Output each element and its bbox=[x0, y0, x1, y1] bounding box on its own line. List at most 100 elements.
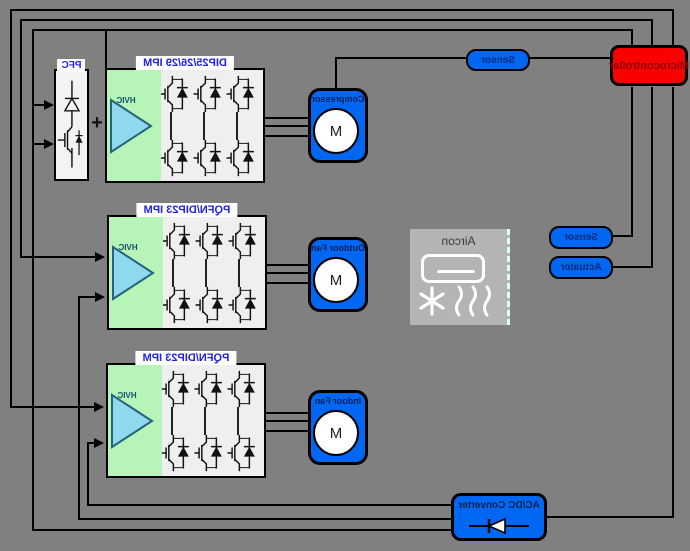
motor-label: Indoor Fan bbox=[314, 396, 362, 406]
outdoor-fan-motor: Outdoor Fan M bbox=[308, 237, 368, 312]
column-connector bbox=[205, 259, 207, 287]
motor-symbol: M bbox=[313, 108, 359, 154]
arrowhead-icon bbox=[94, 438, 104, 448]
igbt-bridge-zone bbox=[161, 70, 263, 181]
motor-label: Compressor bbox=[311, 94, 365, 104]
wire-segment bbox=[32, 529, 451, 531]
wire-segment bbox=[613, 235, 633, 237]
arrowhead-icon bbox=[95, 252, 105, 262]
sensor-top-label: Sensor bbox=[481, 54, 515, 66]
wire-segment bbox=[10, 9, 12, 408]
ipm-block-indoor-fan: PQFN/DIP23 IPM HVIC bbox=[106, 351, 266, 478]
column-connector bbox=[238, 259, 240, 287]
aircon-label: Aircon bbox=[441, 234, 476, 248]
diode-icon bbox=[469, 517, 529, 535]
sensor-right-pill: Sensor bbox=[549, 226, 613, 249]
hvic-triangle-icon bbox=[111, 393, 154, 449]
wire-segment bbox=[547, 516, 674, 518]
wire-segment bbox=[105, 29, 107, 69]
wire-segment bbox=[10, 9, 674, 11]
air-conditioner-unit-icon bbox=[421, 254, 485, 283]
wire-segment bbox=[651, 87, 653, 268]
sensor-right-label: Sensor bbox=[564, 232, 598, 243]
wire-segment bbox=[613, 266, 653, 268]
arrowhead-icon bbox=[44, 139, 54, 149]
wire-segment bbox=[651, 19, 653, 46]
hvic-zone: HVIC bbox=[109, 217, 163, 328]
column-connector bbox=[204, 407, 206, 435]
plus-sign: + bbox=[91, 112, 103, 134]
column-connector bbox=[172, 259, 174, 287]
igbt-bridge-zone bbox=[163, 217, 265, 328]
column-connector bbox=[203, 112, 205, 140]
igbt-icon bbox=[225, 74, 259, 114]
wire-segment bbox=[631, 87, 633, 237]
column-connector bbox=[237, 407, 239, 435]
igbt-icon bbox=[194, 221, 228, 261]
hvic-zone: HVIC bbox=[108, 365, 162, 476]
arrowhead-icon bbox=[44, 100, 54, 110]
acdc-converter-box: AC/DC Converter bbox=[451, 493, 547, 541]
wire-segment bbox=[78, 296, 80, 520]
igbt-icon bbox=[193, 433, 227, 473]
motor-symbol: M bbox=[313, 410, 359, 456]
aircon-box: Aircon bbox=[410, 229, 510, 325]
microcontroller-label: Microcontroller bbox=[608, 59, 690, 72]
pfc-box: PFC bbox=[54, 59, 89, 181]
wire-segment bbox=[530, 57, 610, 59]
wire-segment bbox=[335, 57, 470, 59]
wire-segment bbox=[87, 442, 89, 506]
igbt-icon bbox=[192, 74, 226, 114]
hvic-label: HVIC bbox=[116, 96, 136, 105]
wire-segment bbox=[20, 19, 653, 21]
microcontroller-box: Microcontroller bbox=[608, 45, 690, 86]
hvic-triangle-icon bbox=[110, 98, 153, 154]
ipm-label: DIP25/26/29 IPM bbox=[136, 56, 234, 71]
wire-segment bbox=[78, 518, 451, 520]
hvic-triangle-icon bbox=[112, 245, 155, 301]
actuator-label: Actuator bbox=[560, 262, 602, 273]
wire-segment bbox=[32, 29, 34, 531]
motor-label: Outdoor Fan bbox=[311, 243, 365, 253]
wire-segment bbox=[672, 87, 674, 518]
motor-symbol: M bbox=[313, 257, 359, 303]
igbt-icon bbox=[225, 138, 259, 178]
column-connector bbox=[236, 112, 238, 140]
igbt-icon bbox=[193, 369, 227, 409]
igbt-icon bbox=[227, 221, 261, 261]
wire-segment bbox=[631, 29, 633, 46]
wire-segment bbox=[335, 57, 337, 89]
column-connector bbox=[171, 407, 173, 435]
igbt-icon bbox=[194, 285, 228, 325]
wire-segment bbox=[10, 406, 98, 408]
snowflake-icon bbox=[419, 286, 445, 316]
igbt-icon bbox=[159, 74, 193, 114]
igbt-icon bbox=[161, 221, 195, 261]
compressor-motor: Compressor M bbox=[308, 88, 368, 163]
ipm-label: PQFN/DIP23 IPM bbox=[135, 351, 237, 366]
wire-segment bbox=[87, 504, 451, 506]
acdc-converter-label: AC/DC Converter bbox=[458, 500, 540, 511]
ipm-block-outdoor-fan: PQFN/DIP23 IPM HVIC bbox=[107, 203, 267, 330]
wire-segment bbox=[672, 9, 674, 46]
pfc-circuit-icon bbox=[56, 71, 87, 179]
hvic-zone: HVIC bbox=[107, 70, 161, 181]
igbt-icon bbox=[160, 433, 194, 473]
ipm-block-compressor: DIP25/26/29 IPM HVIC bbox=[105, 56, 265, 183]
igbt-icon bbox=[159, 138, 193, 178]
igbt-icon bbox=[226, 369, 260, 409]
ipm-label: PQFN/DIP23 IPM bbox=[136, 203, 238, 218]
column-connector bbox=[170, 112, 172, 140]
arrowhead-icon bbox=[94, 402, 104, 412]
igbt-icon bbox=[161, 285, 195, 325]
igbt-icon bbox=[226, 433, 260, 473]
igbt-icon bbox=[227, 285, 261, 325]
actuator-pill: Actuator bbox=[549, 256, 613, 279]
igbt-bridge-zone bbox=[162, 365, 264, 476]
heat-waves-icon bbox=[455, 285, 491, 317]
air-vent-icon bbox=[437, 270, 475, 273]
wire-segment bbox=[32, 29, 633, 31]
wire-segment bbox=[20, 19, 22, 258]
